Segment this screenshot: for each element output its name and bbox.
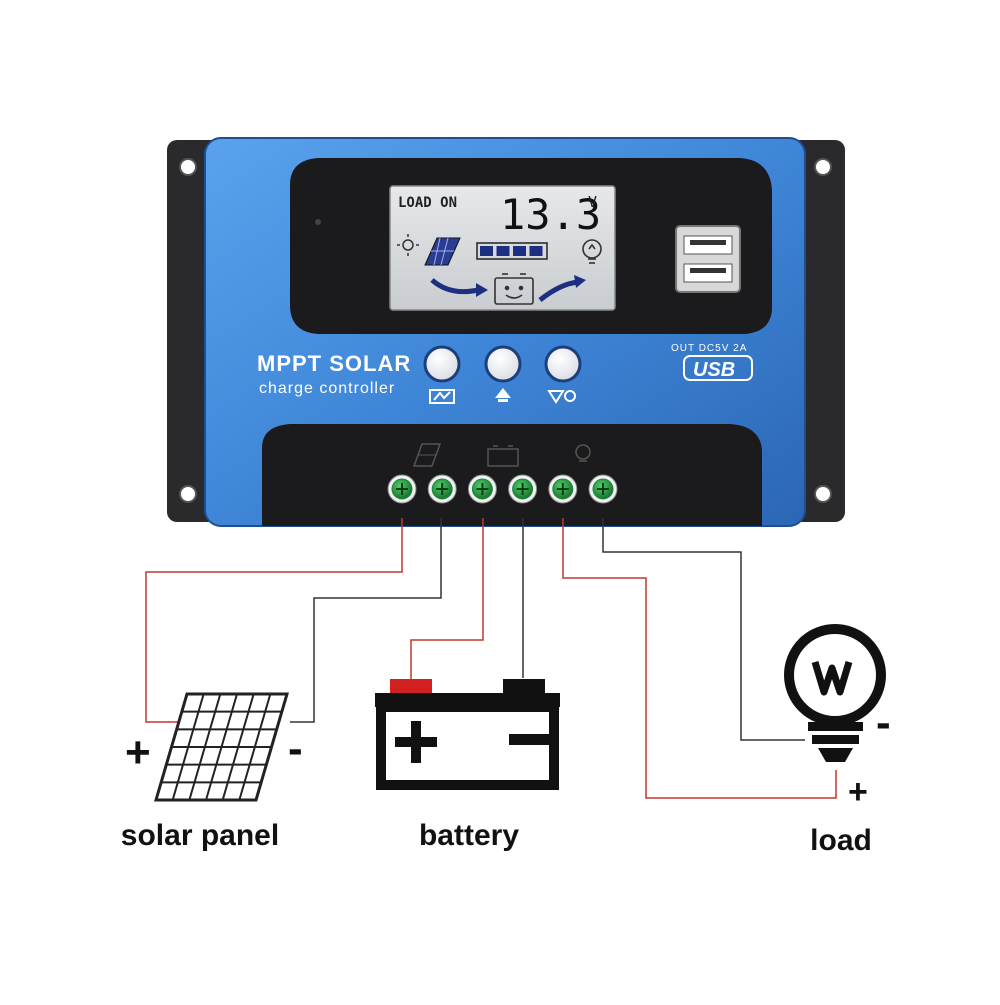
solar-panel-label: solar panel	[121, 819, 279, 852]
terminal-screws	[387, 474, 618, 504]
terminal-block	[262, 424, 762, 526]
lcd-solar-panel-icon	[424, 237, 461, 266]
terminal-screw[interactable]	[387, 474, 417, 504]
terminal-screw[interactable]	[508, 474, 538, 504]
usb-rating-text: OUT DC5V 2A	[671, 343, 747, 354]
solar-panel-plus: +	[125, 728, 151, 777]
solar-panel: + - solar panel	[121, 692, 303, 852]
wires	[145, 518, 837, 799]
load-negative-wire	[602, 518, 805, 741]
battery-positive-terminal	[390, 679, 432, 693]
load-positive-wire	[562, 518, 837, 799]
solar-panel-minus: -	[288, 724, 303, 773]
load-label: load	[810, 824, 872, 857]
load-plus: +	[848, 773, 868, 811]
bulb-base-ring	[812, 735, 859, 744]
brand-title: MPPT SOLAR	[257, 351, 411, 376]
battery-positive-wire	[410, 518, 484, 680]
lcd-voltage-value: 13.3	[500, 190, 601, 239]
usb-contact	[690, 268, 726, 273]
mount-hole-icon	[179, 485, 197, 503]
bulb-base-ring	[808, 722, 863, 731]
menu-icon	[429, 389, 455, 404]
brand-subtitle: charge controller	[259, 380, 395, 397]
down-button[interactable]	[544, 345, 582, 383]
terminal-screw[interactable]	[548, 474, 578, 504]
usb-logo-frame	[683, 355, 753, 381]
mount-hole-icon	[814, 485, 832, 503]
terminal-screw[interactable]	[427, 474, 457, 504]
battery-label: battery	[419, 819, 519, 852]
mount-hole-icon	[814, 158, 832, 176]
down-light-icon	[547, 390, 576, 404]
lcd-battery-level-bar	[476, 242, 548, 260]
charge-controller: LOAD ON 13.3 V	[167, 137, 845, 527]
lcd-sun-icon	[397, 234, 419, 256]
up-button[interactable]	[484, 345, 522, 383]
lcd-bulb-icon	[582, 239, 602, 264]
load-minus: -	[876, 698, 891, 747]
lcd-status-text: LOAD ON	[398, 195, 457, 211]
terminal-screw[interactable]	[467, 474, 497, 504]
mount-hole-icon	[179, 158, 197, 176]
lcd-battery-face-icon	[494, 273, 534, 305]
up-plus-icon	[495, 388, 511, 402]
battery-negative-terminal	[503, 679, 545, 693]
menu-button[interactable]	[423, 345, 461, 383]
solar-positive-wire	[145, 518, 403, 723]
battery: battery	[375, 679, 560, 852]
lcd-voltage-unit: V	[588, 193, 597, 211]
lcd-discharge-arrow-icon	[538, 275, 586, 302]
terminal-solar-panel-icon	[412, 443, 442, 467]
terminal-screw[interactable]	[588, 474, 618, 504]
bulb-base-tip	[818, 748, 853, 762]
terminal-bulb-icon	[575, 444, 591, 462]
load-bulb: - + load	[784, 624, 891, 857]
bulb-filament	[811, 660, 853, 696]
battery-level-segment	[496, 246, 510, 256]
usb-logo-text: USB	[693, 359, 735, 381]
lcd-charge-arrow-icon	[430, 278, 488, 297]
solar-negative-wire	[290, 518, 442, 723]
battery-level-segment	[480, 246, 493, 256]
terminal-battery-icon	[487, 445, 519, 467]
battery-minus-sign	[509, 734, 551, 745]
indicator-led	[315, 219, 321, 225]
usb-contact	[690, 240, 726, 245]
battery-level-segment	[529, 246, 543, 256]
battery-plus-vertical	[411, 721, 421, 763]
battery-level-segment	[513, 246, 526, 256]
